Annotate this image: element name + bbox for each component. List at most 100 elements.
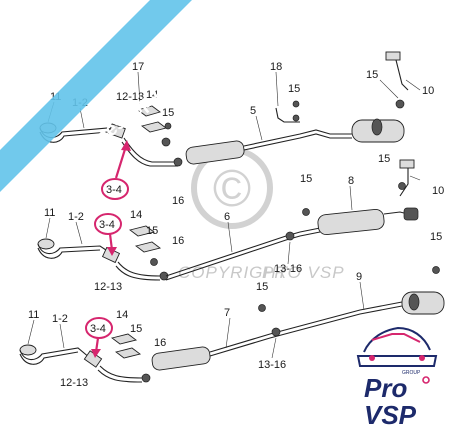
- label-a-15c: 15: [366, 69, 378, 81]
- highlight-arrowhead-a: [121, 140, 131, 151]
- label-b-12-13: 12-13: [94, 281, 122, 293]
- leader-b10: [409, 175, 421, 181]
- middle-silencer-c: [151, 346, 211, 371]
- label-b-1-2: 1-2: [68, 211, 84, 223]
- front-pipe-b-lower: [37, 247, 101, 259]
- label-b-8: 8: [348, 175, 354, 187]
- highlight-arrowhead-b: [107, 247, 117, 256]
- flange-b: [37, 238, 55, 250]
- tailpipe-b-tip: [403, 207, 419, 221]
- leader-b12: [75, 221, 83, 245]
- ring-b1: [150, 258, 158, 266]
- rear-pipe-c: [209, 301, 403, 353]
- leader-c7: [225, 317, 231, 349]
- ring-b2: [302, 208, 310, 216]
- label-b-15: 15: [146, 225, 158, 237]
- label-b-16: 16: [172, 235, 184, 247]
- label-b-10: 10: [432, 185, 444, 197]
- corner-banner-band: [0, 0, 192, 192]
- bracket-b-rod: [399, 168, 409, 197]
- label-c-12-13: 12-13: [60, 377, 88, 389]
- clamp-c: [141, 373, 151, 383]
- leader-c1316: [271, 337, 277, 359]
- leader-b6: [227, 221, 233, 253]
- flange-c: [19, 344, 37, 356]
- label-a-10: 10: [422, 85, 434, 97]
- ring-c2: [258, 304, 266, 312]
- leader-a17: [137, 71, 141, 105]
- hanger-a-rubber: [292, 114, 300, 122]
- hanger-a: [275, 107, 300, 123]
- clamp-b: [159, 271, 169, 281]
- bracket-b: [399, 159, 415, 169]
- corner-banner: pro-piecesvsp.com: [0, 0, 192, 192]
- ring-a1: [164, 122, 172, 130]
- label-c-13-16: 13-16: [258, 359, 286, 371]
- label-c-3-4: 3-4: [90, 323, 106, 335]
- leader-b11: [45, 217, 51, 239]
- bracket-a-rod: [395, 59, 409, 91]
- label-b-13-16: 13-16: [274, 263, 302, 275]
- logo-pro: Pro: [364, 373, 407, 403]
- bracket-a-rubber: [395, 99, 405, 109]
- ring-a2: [292, 100, 300, 108]
- copyright-brand: PRO VSP: [262, 263, 345, 282]
- label-a-5: 5: [250, 105, 256, 117]
- highlight-arrowhead-c: [91, 349, 101, 358]
- label-c-7: 7: [224, 307, 230, 319]
- copyright-symbol: ©: [213, 160, 251, 218]
- label-b-6: 6: [224, 211, 230, 223]
- label-a-18: 18: [270, 61, 282, 73]
- leader-a10: [405, 79, 421, 91]
- rear-silencer-a-outlet: [371, 118, 383, 136]
- label-c-15c: 15: [430, 231, 442, 243]
- logo-vsp: VSP: [364, 400, 417, 430]
- ring-c1: [432, 266, 440, 274]
- highlight-ring-c: [85, 317, 113, 339]
- mid-pipe-b-lower: [115, 265, 161, 281]
- label-a-17: 17: [132, 61, 144, 73]
- logo-car-roof: [363, 326, 431, 353]
- logo-car-light-right: [419, 355, 425, 361]
- highlight-ring-a: [101, 178, 129, 200]
- label-b-3-4: 3-4: [99, 219, 115, 231]
- logo-tagline: GROUP: [402, 370, 421, 376]
- highlight-arrow-a: [114, 145, 128, 179]
- clamp-b2: [285, 231, 295, 241]
- mid-pipe-c: [99, 365, 143, 379]
- leader-a18: [275, 71, 279, 107]
- leader-c12: [59, 323, 65, 349]
- gasket-c2: [114, 347, 142, 359]
- exhaust-system-bottom: 11 1-2 3-4 14 15 16 12-13 15 7 9 15 13-1…: [19, 231, 445, 389]
- middle-silencer-a: [185, 140, 245, 165]
- leader-a15b: [379, 79, 399, 99]
- highlight-ring-b: [94, 213, 122, 235]
- logo-car-window: [371, 333, 421, 343]
- logo-car-light-left: [369, 355, 375, 361]
- clamp-c2: [271, 327, 281, 337]
- label-c-15: 15: [130, 323, 142, 335]
- bracket-b-rubber: [398, 182, 406, 190]
- label-c-15b: 15: [256, 281, 268, 293]
- copyright-text: COPYRIGHT: [178, 263, 289, 282]
- bracket-a: [385, 51, 401, 61]
- label-c-1-2: 1-2: [52, 313, 68, 325]
- leader-b8: [349, 185, 353, 211]
- rear-pipe-a: [243, 129, 352, 147]
- gasket-c1: [110, 333, 138, 345]
- rubber-mount-a: [161, 137, 171, 147]
- front-pipe-b: [37, 243, 113, 255]
- front-pipe-c-lower: [19, 351, 79, 365]
- mid-pipe-b: [117, 261, 161, 277]
- label-a-14: 14: [146, 89, 158, 101]
- rear-silencer-c-outlet: [408, 293, 420, 311]
- rear-silencer-b: [317, 208, 385, 236]
- pro-vsp-logo: GROUP Pro VSP: [356, 326, 438, 430]
- copyright-watermark: © COPYRIGHT PRO VSP: [178, 147, 345, 282]
- leader-b1316: [287, 241, 291, 265]
- exhaust-system-middle: 11 1-2 14 3-4 15 16 6 12-13 15 8 15 10 1…: [37, 153, 444, 293]
- catalyst-a: [108, 123, 126, 139]
- gasket-a1: [137, 105, 161, 117]
